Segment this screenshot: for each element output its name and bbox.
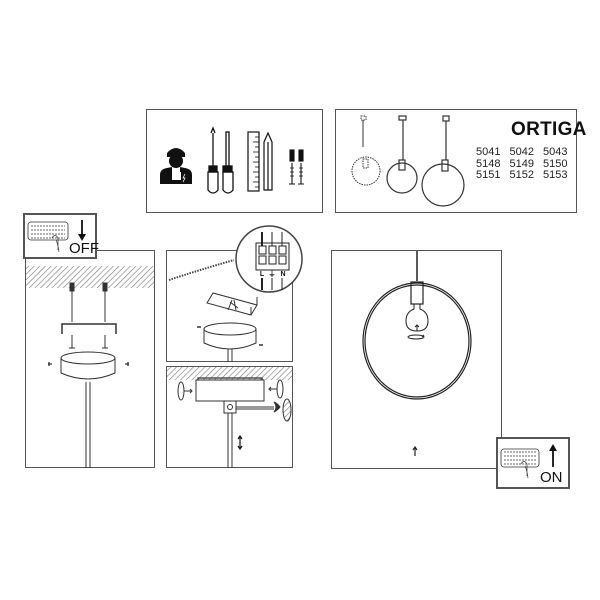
ceiling-hatch bbox=[26, 266, 154, 288]
lamp-holder-icon bbox=[410, 281, 424, 305]
arrow-down-icon bbox=[78, 220, 86, 241]
electrician-icon bbox=[160, 148, 192, 184]
arrow-up-icon bbox=[412, 445, 418, 456]
step-attach-canopy-panel bbox=[166, 366, 293, 468]
fuse-box-icon bbox=[27, 221, 69, 253]
model-codes: 5041 5042 5043 5148 5149 5150 5151 5152 … bbox=[476, 146, 568, 182]
ruler-icon bbox=[247, 131, 260, 192]
mounting-bracket-icon bbox=[206, 292, 258, 316]
terminal-label-live: L bbox=[260, 271, 265, 278]
terminal-label-neutral: N bbox=[280, 271, 285, 278]
model-code: 5152 bbox=[509, 169, 534, 181]
wall-plug-icon bbox=[69, 282, 108, 322]
wires-icon bbox=[227, 299, 239, 311]
model-code: 5042 bbox=[509, 146, 534, 158]
switch-off-label: OFF bbox=[69, 240, 99, 257]
model-code: 5151 bbox=[476, 169, 501, 181]
switch-on-label: ON bbox=[540, 469, 563, 486]
model-code: 5149 bbox=[509, 157, 534, 170]
phillips-screwdriver-icon bbox=[222, 131, 234, 194]
step-install-bulb-panel bbox=[331, 250, 502, 469]
model-code: 5153 bbox=[542, 169, 568, 181]
ceiling-canopy-icon bbox=[203, 322, 257, 350]
light-bulb-icon bbox=[405, 304, 429, 340]
mounting-bracket-icon bbox=[61, 323, 117, 334]
side-screw-icon bbox=[48, 362, 129, 366]
ring-frame-icon bbox=[362, 282, 472, 400]
model-code: 5148 bbox=[476, 157, 501, 170]
flathead-screwdriver-icon bbox=[207, 126, 219, 194]
height-adjust-arrow-icon bbox=[237, 434, 243, 451]
grub-screw-knob-icon bbox=[273, 401, 281, 413]
large-ring-pendant-icon bbox=[421, 115, 465, 207]
ceiling-hatch bbox=[167, 367, 292, 380]
model-code: 5041 bbox=[476, 146, 501, 158]
model-code: 5150 bbox=[542, 157, 568, 170]
ceiling-canopy-icon bbox=[60, 351, 116, 380]
model-codes-row: 5148 5149 5150 bbox=[476, 157, 568, 171]
medium-ring-pendant-icon bbox=[386, 115, 418, 194]
model-codes-row: 5151 5152 5153 bbox=[476, 169, 568, 182]
product-title: ORTIGA bbox=[511, 119, 587, 140]
screw-icon bbox=[69, 335, 108, 349]
fuse-box-icon bbox=[500, 448, 540, 479]
terminal-label-earth: ⏚ bbox=[269, 270, 276, 278]
small-ring-pendant-icon bbox=[351, 115, 381, 186]
arrow-up-icon bbox=[549, 444, 557, 467]
model-code: 5043 bbox=[542, 146, 568, 158]
pencil-icon bbox=[263, 131, 273, 191]
wall-plug-screw-icon bbox=[289, 149, 304, 185]
switch-on-panel bbox=[496, 437, 570, 489]
model-codes-row: 5041 5042 5043 bbox=[476, 146, 568, 159]
